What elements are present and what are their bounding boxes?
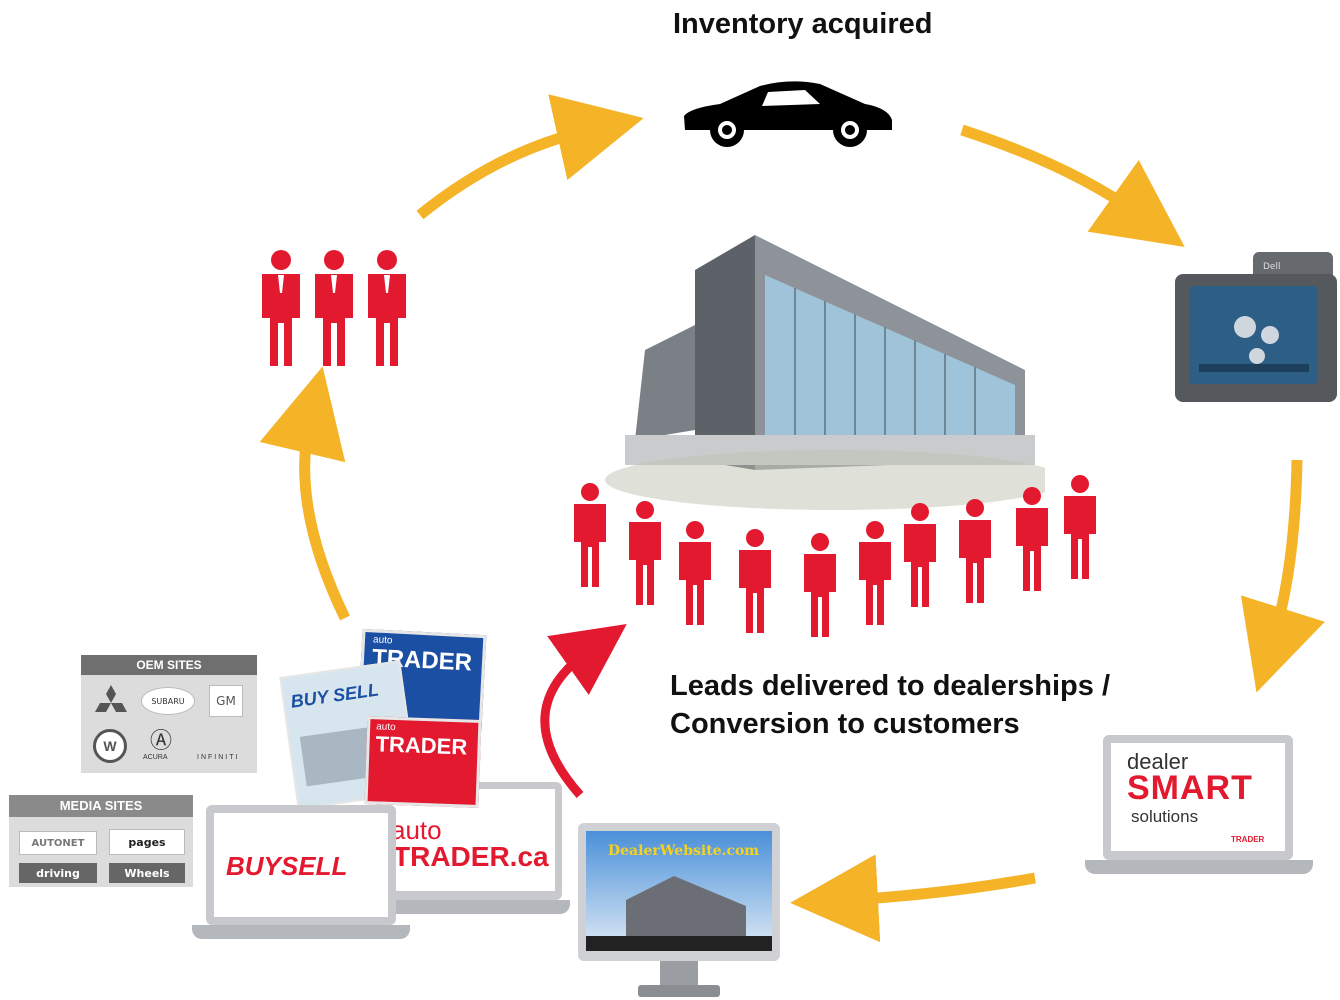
gm-logo: GM	[209, 685, 243, 717]
dsm-logo-solutions: solutions	[1131, 807, 1199, 826]
arrow-device-to-laptop	[1240, 459, 1325, 693]
person-icon	[262, 250, 300, 366]
media-sites-panel: MEDIA SITES AUTONET pages driving Wheels	[9, 795, 193, 887]
buysell-magazine-title: BUY SELL	[289, 679, 381, 712]
arrow-car-to-device	[960, 124, 1185, 247]
person-icon	[959, 499, 991, 603]
buysell-laptop: BUYSELL	[192, 805, 410, 945]
customer-crowd-icon	[574, 475, 1096, 637]
dealership-building-image	[605, 235, 1045, 510]
arrow-media-to-people	[259, 366, 350, 621]
dealer-smart-solutions-laptop: dealer SMART solutions TRADER	[1085, 735, 1313, 880]
oem-sites-panel: OEM SITES SUBARU GM W Ⓐ ACURA INFINITI	[81, 655, 257, 773]
autotrader-screen-trader: TRADER.ca	[393, 841, 549, 872]
trader-magazine-front-title: TRADER	[375, 731, 468, 760]
person-icon	[629, 501, 661, 605]
acura-logo-text: ACURA	[143, 754, 168, 761]
volkswagen-logo-icon: W	[93, 729, 127, 763]
person-icon	[574, 483, 606, 587]
infiniti-logo-text: INFINITI	[197, 754, 240, 761]
dsm-logo-dealer: dealer	[1127, 749, 1189, 774]
person-icon	[368, 250, 406, 366]
rugged-tablet-device: Dell	[1175, 252, 1337, 402]
buysell-screen-logo: BUYSELL	[226, 851, 348, 881]
autotrader-screen-auto: auto	[391, 815, 442, 845]
monitor-url: DealerWebsite.com	[608, 843, 760, 859]
arrow-people-to-car	[416, 94, 644, 220]
caption-leads-line2: Conversion to customers	[670, 708, 1020, 740]
car-icon	[684, 81, 892, 147]
device-badge: Dell	[1263, 262, 1281, 272]
caption-inventory-acquired: Inventory acquired	[673, 8, 933, 40]
wheels-logo: Wheels	[109, 863, 185, 883]
autonet-logo: AUTONET	[19, 831, 97, 855]
dsm-logo-trader: TRADER	[1231, 835, 1265, 844]
autopages-logo: pages	[109, 829, 185, 855]
subaru-logo: SUBARU	[141, 687, 195, 715]
person-icon	[804, 533, 836, 637]
caption-leads-line1: Leads delivered to dealerships /	[670, 670, 1110, 702]
mitsubishi-logo-icon	[95, 685, 127, 713]
person-icon	[859, 521, 891, 625]
arrow-laptop-to-monitor	[790, 854, 1036, 943]
person-icon	[679, 521, 711, 625]
person-icon	[739, 529, 771, 633]
person-icon	[1064, 475, 1096, 579]
driving-logo: driving	[19, 863, 97, 883]
acura-logo-icon: Ⓐ	[149, 728, 172, 753]
trader-magazine-front: auto TRADER	[364, 716, 482, 808]
oem-sites-title: OEM SITES	[81, 655, 257, 675]
arrow-red-leads	[540, 624, 627, 798]
person-icon	[904, 503, 936, 607]
dsm-logo-smart: SMART	[1127, 769, 1253, 807]
person-icon	[315, 250, 353, 366]
dealer-website-monitor: DealerWebsite.com	[578, 823, 780, 1000]
customer-group-icon	[262, 250, 406, 366]
person-icon	[1016, 487, 1048, 591]
media-sites-title: MEDIA SITES	[9, 795, 193, 817]
